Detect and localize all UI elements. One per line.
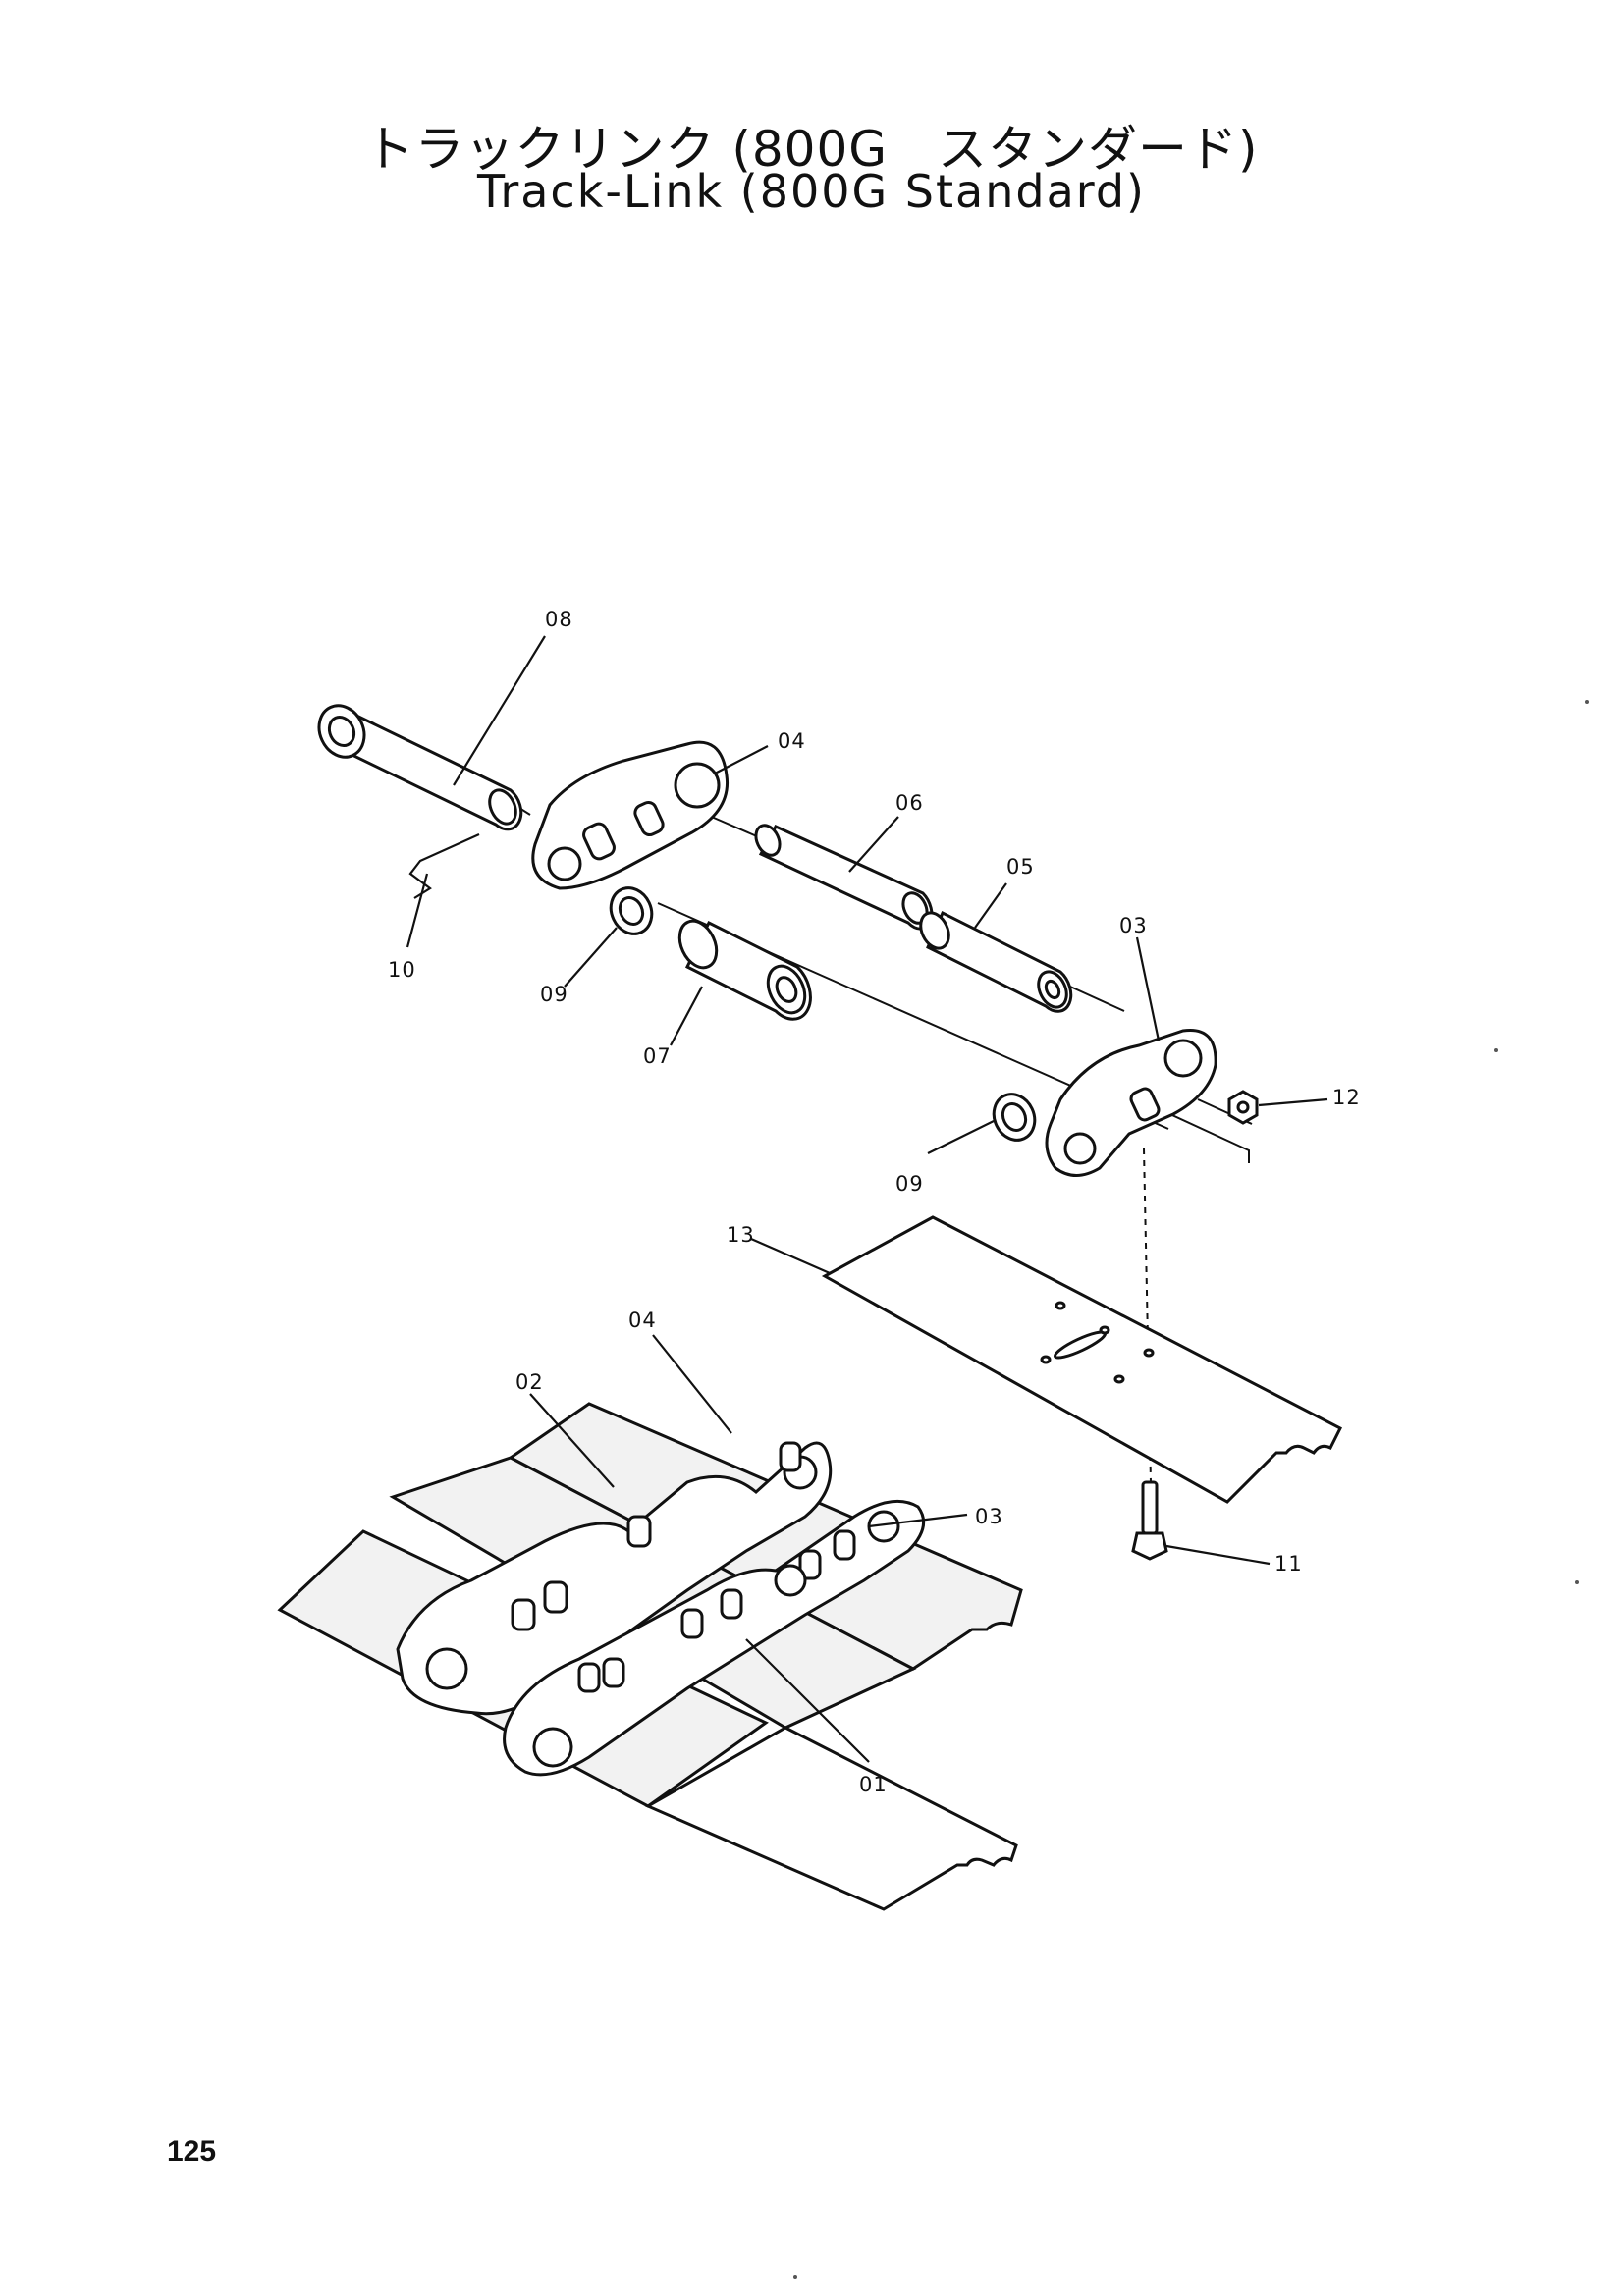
page-number: 125: [167, 2135, 217, 2167]
callout-09-right: 09: [895, 1172, 924, 1196]
bushing: [677, 919, 812, 1021]
shoe-bolt: [1131, 1480, 1168, 1561]
seal-ring-left: [609, 886, 654, 935]
callout-03-upper: 03: [1119, 914, 1148, 937]
track-pin: [754, 824, 934, 931]
page-title-japanese: トラックリンク (800G スタンダード): [364, 121, 1259, 178]
callout-10: 10: [388, 958, 416, 982]
callout-01: 01: [859, 1773, 888, 1796]
link-right: [1045, 1028, 1217, 1177]
callout-03-lower: 03: [975, 1505, 1003, 1528]
callout-07: 07: [643, 1044, 672, 1068]
scan-specks: [793, 700, 1589, 2279]
callout-13: 13: [727, 1223, 755, 1247]
lock-pin: [408, 832, 480, 899]
callout-12: 12: [1332, 1086, 1361, 1109]
callout-04-upper: 04: [778, 729, 806, 753]
callout-05: 05: [1006, 855, 1035, 879]
callout-02: 02: [515, 1370, 544, 1394]
leader-lines: [406, 635, 1328, 1763]
master-pin: [317, 704, 523, 831]
assembled-track-section: [277, 1402, 1023, 1911]
track-shoe-exploded: [821, 1215, 1343, 1504]
callout-08: 08: [545, 608, 573, 631]
callout-06: 06: [895, 791, 924, 815]
page-title-english: Track-Link (800G Standard): [476, 165, 1147, 218]
seal-ring-right: [992, 1093, 1037, 1142]
callout-09-left: 09: [540, 983, 568, 1006]
spacer-pin: [919, 910, 1073, 1013]
shoe-nut: [1227, 1090, 1259, 1125]
callout-04-lower: 04: [628, 1308, 657, 1332]
link-upper: [531, 740, 730, 890]
callout-11: 11: [1274, 1552, 1303, 1575]
